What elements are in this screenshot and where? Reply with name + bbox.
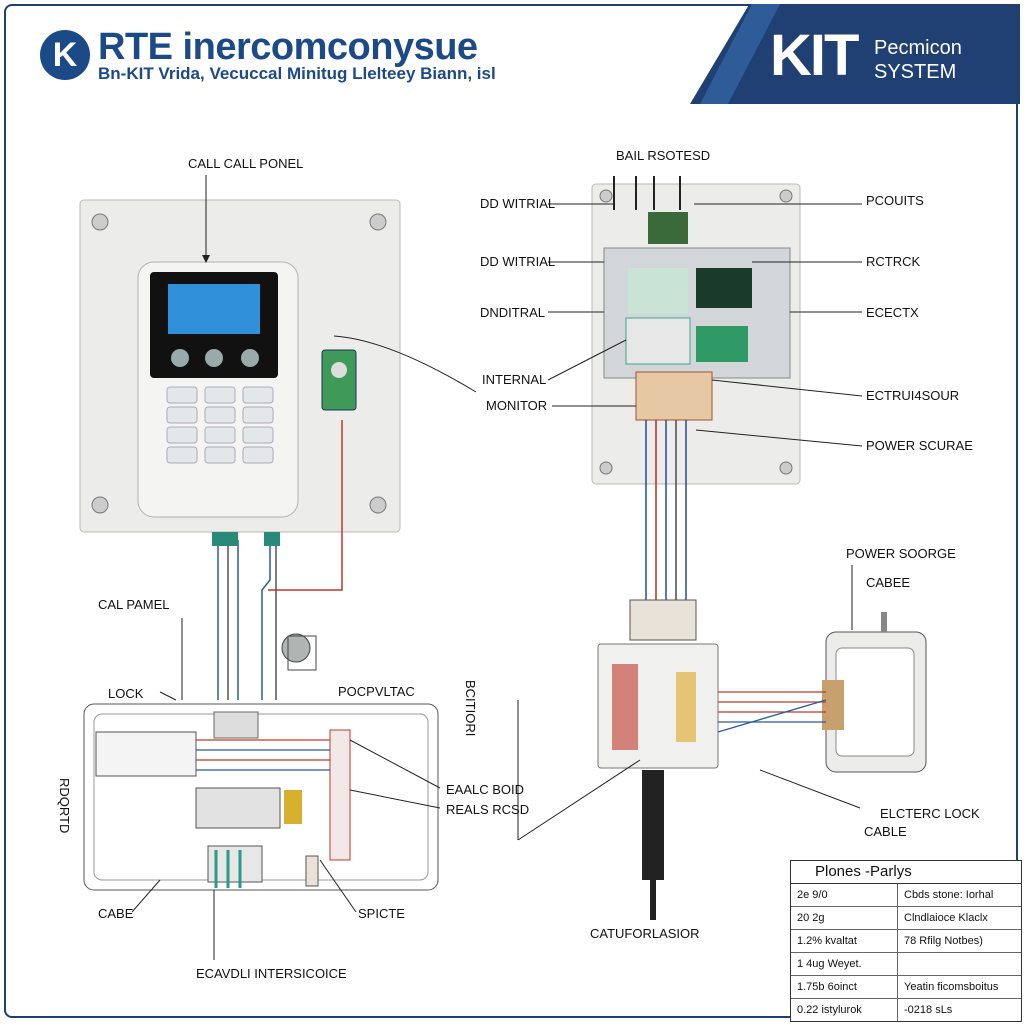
label-cabe: CABE (98, 906, 134, 921)
junction-box (597, 599, 719, 920)
brand-system: Pecmicon SYSTEM (874, 37, 962, 83)
label-ecavdli: ECAVDLI INTERSICOICE (196, 966, 347, 981)
page-subtitle: Bn-KIT Vrida, Vecuccal Minitug Llelteey … (98, 64, 496, 83)
label-call-call-ponel: CALL CALL PONEL (188, 156, 304, 171)
label-ecectx: ECECTX (866, 305, 919, 320)
parts-table-title: Plones -Parlys (791, 861, 1021, 884)
label-dnditral: DNDITRAL (480, 305, 546, 320)
distribution-board (83, 633, 439, 891)
leader-lines (131, 175, 863, 960)
label-dd-witrial-1: DD WITRIAL (480, 196, 556, 211)
label-cabee: CABEE (866, 575, 911, 590)
label-lock: LOCK (108, 686, 144, 701)
panel-wires (217, 420, 343, 700)
table-row: 1 4ug Weyet. (791, 953, 1021, 976)
label-reals-rcsd: REALS RCSD (446, 802, 530, 817)
label-rctrck: RCTRCK (866, 254, 921, 269)
power-supply-box (717, 612, 927, 773)
logo-icon: K (40, 30, 90, 80)
label-spicte: SPICTE (358, 906, 405, 921)
vertical-wires (645, 420, 687, 604)
label-cater-lasior: CATUFORLASIOR (590, 926, 700, 941)
outer-frame (4, 4, 1018, 1018)
header: K RTE inercomconysue Bn-KIT Vrida, Vecuc… (0, 0, 1024, 110)
label-dd-witrial-2: DD WITRIAL (480, 254, 556, 269)
table-row: 0.22 istylurok-0218 sLs (791, 999, 1021, 1021)
label-bail-rsotesd: BAIL RSOTESD (616, 148, 711, 163)
label-bcitiori: BCITIORI (463, 680, 478, 737)
brand-kit: KIT (770, 23, 859, 88)
connector (212, 532, 238, 546)
label-cal-pamel: CAL PAMEL (98, 597, 170, 612)
label-power-soorge: POWER SOORGE (846, 546, 956, 561)
label-cable: CABLE (864, 824, 907, 839)
label-pocpvltac: POCPVLTAC (338, 684, 415, 699)
connector (264, 532, 280, 546)
label-electrui-sour: ECTRUI4SOUR (866, 388, 960, 403)
label-rdqrtd: RDQRTD (57, 778, 72, 834)
page-title: RTE inercomconysue (98, 26, 478, 68)
monitor-plate (591, 176, 801, 485)
label-pcouits: PCOUITS (866, 193, 924, 208)
label-power-scurae: POWER SCURAE (866, 438, 973, 453)
label-eaalc-boid: EAALC BOID (446, 782, 525, 797)
call-panel-plate (79, 199, 401, 533)
label-electrc-lock: ELCTERC LOCK (880, 806, 980, 821)
label-monitor: MONITOR (486, 398, 548, 413)
label-internal: INTERNAL (482, 372, 547, 387)
